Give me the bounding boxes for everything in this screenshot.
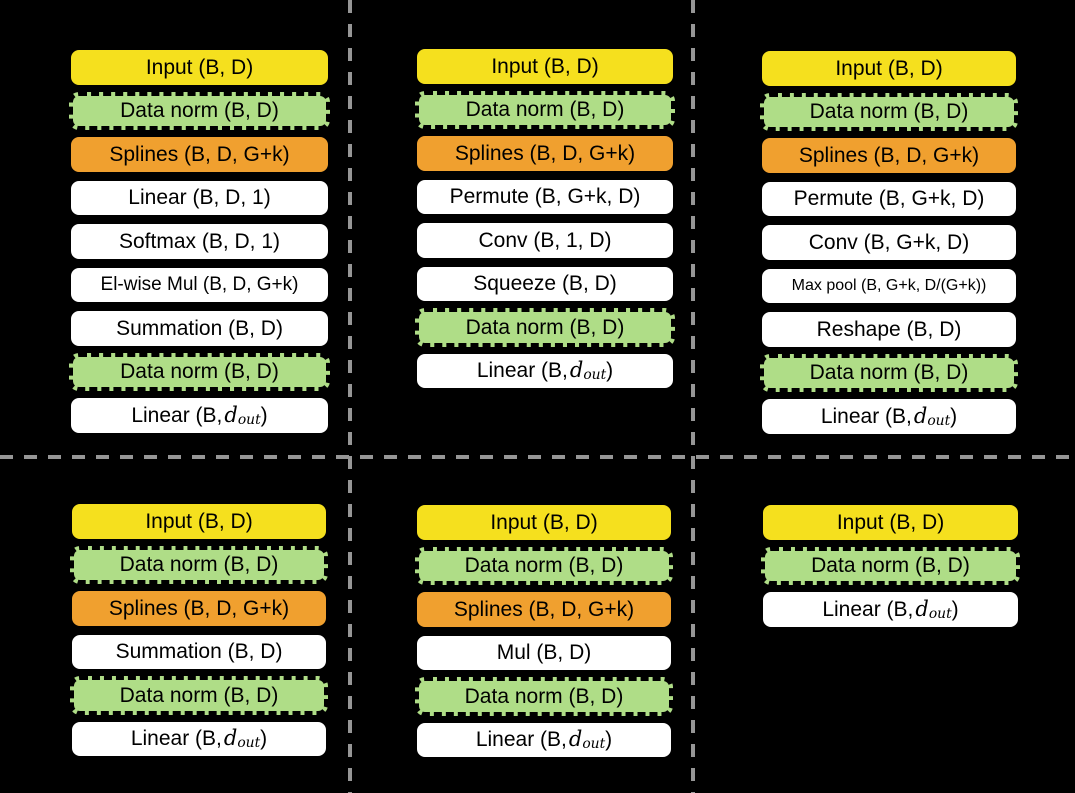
splines-block: Splines (B, D, G+k)	[69, 135, 330, 174]
horizontal-divider	[0, 455, 1075, 459]
op-block: Max pool (B, G+k, D/(G+k))	[760, 266, 1018, 305]
panel-top-right: Input (B, D) Data norm (B, D) Splines (B, …	[760, 49, 1018, 436]
panel-bottom-middle: Input (B, D) Data norm (B, D) Splines (B, …	[415, 503, 673, 759]
data-norm-block: Data norm (B, D)	[760, 353, 1018, 392]
data-norm-block: Data norm (B, D)	[415, 308, 675, 347]
panel-bottom-right: Input (B, D) Data norm (B, D) Linear (B, d…	[761, 503, 1020, 629]
data-norm-block: Data norm (B, D)	[761, 546, 1020, 585]
input-block: Input (B, D)	[69, 48, 330, 87]
input-block: Input (B, D)	[760, 49, 1018, 88]
math-subscript: out	[237, 735, 261, 752]
op-block: Permute (B, G+k, D)	[760, 179, 1018, 218]
op-block: Summation (B, D)	[69, 309, 330, 348]
op-block: Conv (B, 1, D)	[415, 221, 675, 260]
math-variable: d	[569, 358, 584, 383]
math-subscript: out	[582, 736, 606, 753]
math-variable: d	[915, 596, 929, 621]
panel-bottom-left: Input (B, D) Data norm (B, D) Splines (B, …	[70, 502, 328, 758]
op-block: Mul (B, D)	[415, 633, 673, 672]
input-block: Input (B, D)	[415, 47, 675, 86]
op-block: Conv (B, G+k, D)	[760, 223, 1018, 262]
op-block: Summation (B, D)	[70, 632, 328, 671]
input-block: Input (B, D)	[70, 502, 328, 541]
data-norm-block: Data norm (B, D)	[69, 91, 330, 130]
input-block: Input (B, D)	[415, 503, 673, 542]
data-norm-block: Data norm (B, D)	[415, 546, 673, 585]
math-variable: d	[224, 402, 238, 427]
panel-top-middle: Input (B, D) Data norm (B, D) Splines (B, …	[415, 47, 675, 390]
data-norm-block: Data norm (B, D)	[415, 677, 673, 716]
math-variable: d	[568, 727, 583, 752]
op-block: Softmax (B, D, 1)	[69, 222, 330, 261]
data-norm-block: Data norm (B, D)	[70, 676, 328, 715]
op-block: Linear (B, D, 1)	[69, 178, 330, 217]
math-subscript: out	[237, 411, 261, 428]
op-block: Squeeze (B, D)	[415, 264, 675, 303]
math-variable: d	[913, 403, 928, 428]
op-block: El-wise Mul (B, D, G+k)	[69, 265, 330, 304]
op-block: Reshape (B, D)	[760, 310, 1018, 349]
vertical-divider-left	[348, 0, 352, 793]
splines-block: Splines (B, D, G+k)	[415, 134, 675, 173]
math-subscript: out	[927, 412, 951, 429]
panel-top-left: Input (B, D) Data norm (B, D) Splines (B, …	[69, 48, 330, 435]
input-block: Input (B, D)	[761, 503, 1020, 542]
data-norm-block: Data norm (B, D)	[760, 92, 1018, 131]
data-norm-block: Data norm (B, D)	[415, 90, 675, 129]
splines-block: Splines (B, D, G+k)	[415, 590, 673, 629]
math-subscript: out	[928, 605, 952, 622]
splines-block: Splines (B, D, G+k)	[760, 136, 1018, 175]
data-norm-block: Data norm (B, D)	[70, 545, 328, 584]
op-block: Permute (B, G+k, D)	[415, 177, 675, 216]
data-norm-block: Data norm (B, D)	[69, 352, 330, 391]
math-subscript: out	[583, 367, 607, 384]
splines-block: Splines (B, D, G+k)	[70, 589, 328, 628]
math-variable: d	[223, 726, 238, 751]
vertical-divider-right	[691, 0, 695, 793]
